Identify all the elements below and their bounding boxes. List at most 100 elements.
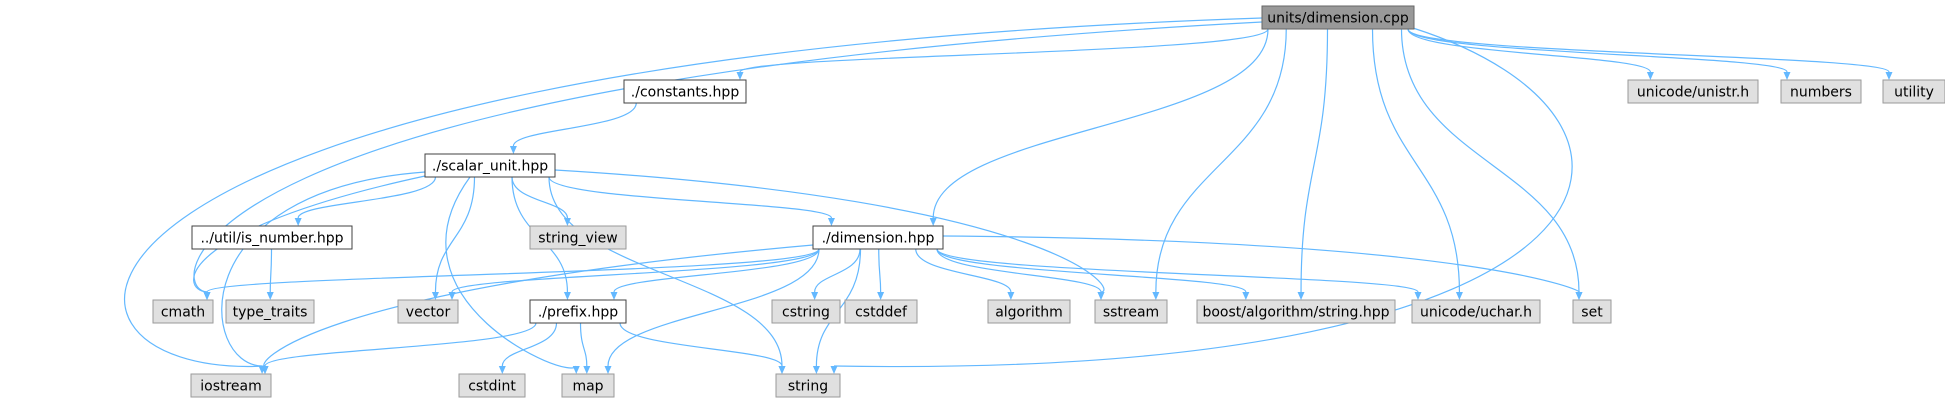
- arrowhead-scalar-to-prefix: [563, 292, 571, 300]
- node-box-cstring[interactable]: [771, 299, 841, 324]
- node-label-scalar: ./scalar_unit.hpp: [432, 159, 548, 175]
- node-algorithm[interactable]: algorithm: [987, 299, 1071, 324]
- node-label-cstddef: cstddef: [855, 305, 908, 321]
- node-box-map[interactable]: [561, 373, 615, 398]
- node-box-utility[interactable]: [1882, 79, 1945, 104]
- node-box-constants[interactable]: [623, 79, 747, 104]
- node-scalar[interactable]: ./scalar_unit.hpp: [424, 153, 556, 178]
- node-type_traits[interactable]: type_traits: [225, 299, 315, 324]
- nodes-layer: units/dimension.cpp ./constants.hpp ./scal…: [152, 5, 1945, 398]
- arrowhead-scalar-to-dimension: [827, 218, 835, 226]
- node-label-utility: utility: [1894, 85, 1934, 101]
- arrowhead-dimension-to-cstring: [811, 292, 819, 300]
- edge-scalar-to-cmath: [193, 175, 426, 293]
- node-box-type_traits[interactable]: [225, 299, 315, 324]
- edge-dimension-to-cmath: [206, 248, 820, 293]
- node-box-sstream[interactable]: [1094, 299, 1168, 324]
- edge-dimension-to-set: [942, 235, 1580, 293]
- node-cstring[interactable]: cstring: [771, 299, 841, 324]
- edge-dimension-to-map: [607, 248, 820, 367]
- edge-scalar-to-iostream: [221, 171, 426, 367]
- arrowhead-dimension-to-set: [1575, 292, 1583, 300]
- edge-root-to-unistr: [1407, 28, 1651, 73]
- edge-dimension-to-cstring: [814, 248, 861, 293]
- node-box-boost[interactable]: [1196, 299, 1396, 324]
- node-iostream[interactable]: iostream: [190, 373, 272, 398]
- edge-root-to-iostream: [124, 17, 1263, 368]
- node-box-scalar[interactable]: [424, 153, 556, 178]
- node-map[interactable]: map: [561, 373, 615, 398]
- node-label-cstring: cstring: [782, 305, 830, 321]
- arrowhead-root-to-sstream: [1152, 292, 1160, 300]
- edge-scalar-to-string_view: [511, 176, 569, 219]
- arrowhead-dimension-to-boost: [1242, 292, 1250, 300]
- node-box-numbers[interactable]: [1780, 79, 1862, 104]
- edge-root-to-boost: [1300, 28, 1329, 293]
- node-cstddef[interactable]: cstddef: [844, 299, 918, 324]
- arrowhead-root-to-utility: [1885, 72, 1893, 80]
- node-box-cmath[interactable]: [152, 299, 214, 324]
- node-label-cstdint: cstdint: [468, 379, 516, 395]
- edges-layer: [124, 17, 1893, 374]
- edge-dimension-to-iostream: [263, 244, 814, 367]
- edge-root-to-utility: [1407, 28, 1890, 73]
- edge-prefix-to-iostream: [264, 322, 537, 367]
- node-dimension[interactable]: ./dimension.hpp: [812, 225, 944, 250]
- node-uchar[interactable]: unicode/uchar.h: [1411, 299, 1541, 324]
- node-isnumber[interactable]: ../util/is_number.hpp: [191, 225, 353, 250]
- node-box-cstddef[interactable]: [844, 299, 918, 324]
- node-label-cmath: cmath: [161, 305, 205, 321]
- node-root[interactable]: units/dimension.cpp: [1261, 5, 1415, 30]
- node-utility[interactable]: utility: [1882, 79, 1945, 104]
- node-cmath[interactable]: cmath: [152, 299, 214, 324]
- node-cstdint[interactable]: cstdint: [458, 373, 526, 398]
- arrowhead-isnumber-to-type_traits: [266, 292, 274, 300]
- node-sstream[interactable]: sstream: [1094, 299, 1168, 324]
- node-box-isnumber[interactable]: [191, 225, 353, 250]
- arrowhead-scalar-to-map: [572, 366, 580, 374]
- edge-scalar-to-isnumber: [297, 176, 437, 219]
- node-box-unistr[interactable]: [1627, 79, 1759, 104]
- node-label-numbers: numbers: [1790, 85, 1852, 101]
- edge-root-to-cmath: [193, 21, 1263, 293]
- edge-prefix-to-cstdint: [501, 322, 558, 367]
- node-box-root[interactable]: [1261, 5, 1415, 30]
- node-prefix[interactable]: ./prefix.hpp: [529, 299, 627, 324]
- arrowhead-prefix-to-cstdint: [498, 366, 506, 374]
- node-boost[interactable]: boost/algorithm/string.hpp: [1196, 299, 1396, 324]
- edge-scalar-to-map: [445, 176, 577, 369]
- node-box-string[interactable]: [775, 373, 841, 398]
- edge-dimension-to-vector: [451, 248, 820, 293]
- arrowhead-scalar-to-string_view: [563, 218, 571, 226]
- node-box-iostream[interactable]: [190, 373, 272, 398]
- node-box-dimension[interactable]: [812, 225, 944, 250]
- arrowhead-root-to-uchar: [1455, 292, 1463, 300]
- edge-constants-to-scalar: [512, 102, 637, 147]
- node-label-type_traits: type_traits: [233, 305, 308, 321]
- node-unistr[interactable]: unicode/unistr.h: [1627, 79, 1759, 104]
- arrowhead-dimension-to-uchar: [1414, 292, 1422, 300]
- edge-root-to-numbers: [1407, 28, 1788, 73]
- node-vector[interactable]: vector: [397, 299, 459, 324]
- node-box-uchar[interactable]: [1411, 299, 1541, 324]
- node-label-iostream: iostream: [200, 379, 262, 395]
- edge-dimension-to-uchar: [936, 248, 1419, 293]
- node-box-set[interactable]: [1572, 299, 1612, 324]
- node-box-cstdint[interactable]: [458, 373, 526, 398]
- node-box-string_view[interactable]: [529, 225, 627, 250]
- node-box-algorithm[interactable]: [987, 299, 1071, 324]
- node-constants[interactable]: ./constants.hpp: [623, 79, 747, 104]
- edge-root-to-dimension: [932, 28, 1269, 219]
- node-numbers[interactable]: numbers: [1780, 79, 1862, 104]
- node-box-vector[interactable]: [397, 299, 459, 324]
- node-box-prefix[interactable]: [529, 299, 627, 324]
- arrowhead-root-to-string: [830, 366, 838, 374]
- node-label-root: units/dimension.cpp: [1267, 11, 1409, 27]
- node-set[interactable]: set: [1572, 299, 1612, 324]
- node-label-string: string: [788, 379, 828, 395]
- node-label-constants: ./constants.hpp: [631, 85, 740, 101]
- node-string_view[interactable]: string_view: [529, 225, 627, 250]
- arrowhead-dimension-to-prefix: [610, 292, 618, 300]
- node-string[interactable]: string: [775, 373, 841, 398]
- node-label-prefix: ./prefix.hpp: [538, 305, 618, 321]
